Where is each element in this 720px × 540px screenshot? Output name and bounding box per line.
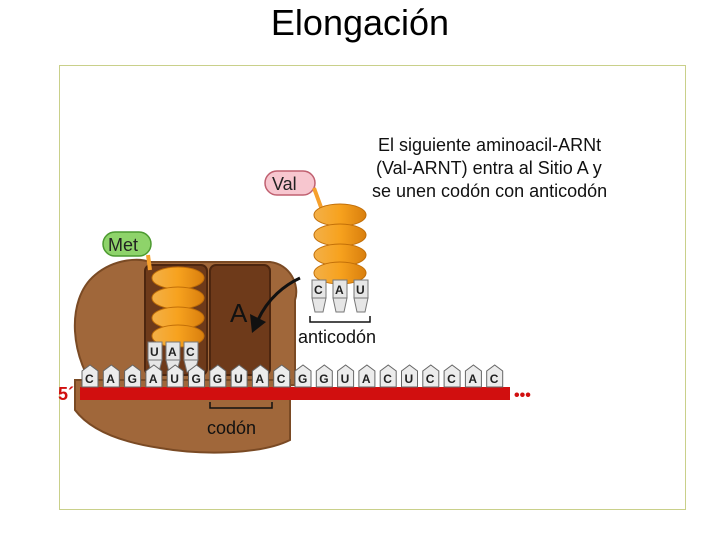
met-connector <box>148 255 150 270</box>
mrna-base-label: A <box>362 372 371 386</box>
mrna-base-label: G <box>298 372 307 386</box>
a-site-label: A <box>230 298 248 328</box>
mrna-base-label: A <box>255 372 264 386</box>
mrna-base-label: U <box>234 372 243 386</box>
mrna-base-label: C <box>490 372 499 386</box>
val-connector <box>314 188 322 210</box>
incoming-anticodon-base: C <box>314 283 323 297</box>
p-anticodon-base: C <box>186 345 195 359</box>
incoming-anticodon-base: U <box>356 283 365 297</box>
mrna-base-label: C <box>277 372 286 386</box>
incoming-anticodon-base: A <box>335 283 344 297</box>
mrna-base-label: U <box>341 372 350 386</box>
mrna-base-label: G <box>213 372 222 386</box>
caption-line-1: El siguiente aminoacil-ARNt <box>378 135 601 155</box>
caption-line-2: (Val-ARNT) entra al Sitio A y <box>376 158 602 178</box>
anticodon-label: anticodón <box>298 327 376 347</box>
mrna-base-label: G <box>319 372 328 386</box>
mrna-base-label: U <box>170 372 179 386</box>
mrna-base-label: A <box>149 372 158 386</box>
mrna-base-label: C <box>383 372 392 386</box>
p-anticodon-base: A <box>168 345 177 359</box>
val-label: Val <box>272 174 297 194</box>
met-label: Met <box>108 235 138 255</box>
incoming-trna-helix <box>314 204 366 284</box>
codon-label: codón <box>207 418 256 438</box>
mrna-base-label: C <box>85 372 94 386</box>
mrna-base-label: A <box>106 372 115 386</box>
mrna-five-prime: 5´ <box>58 384 74 404</box>
p-anticodon-base: U <box>150 345 159 359</box>
mrna-base-label: U <box>405 372 414 386</box>
caption-line-3: se unen codón con anticodón <box>372 181 607 201</box>
mrna-base-label: A <box>468 372 477 386</box>
mrna-base-label: C <box>447 372 456 386</box>
mrna-ellipsis: ••• <box>514 387 531 404</box>
mrna-base-label: G <box>128 372 137 386</box>
mrna-base-label: G <box>192 372 201 386</box>
anticodon-bracket <box>310 316 370 322</box>
mrna-strand <box>80 387 510 400</box>
mrna-base-label: C <box>426 372 435 386</box>
incoming-anticodon: C A U <box>312 280 368 312</box>
